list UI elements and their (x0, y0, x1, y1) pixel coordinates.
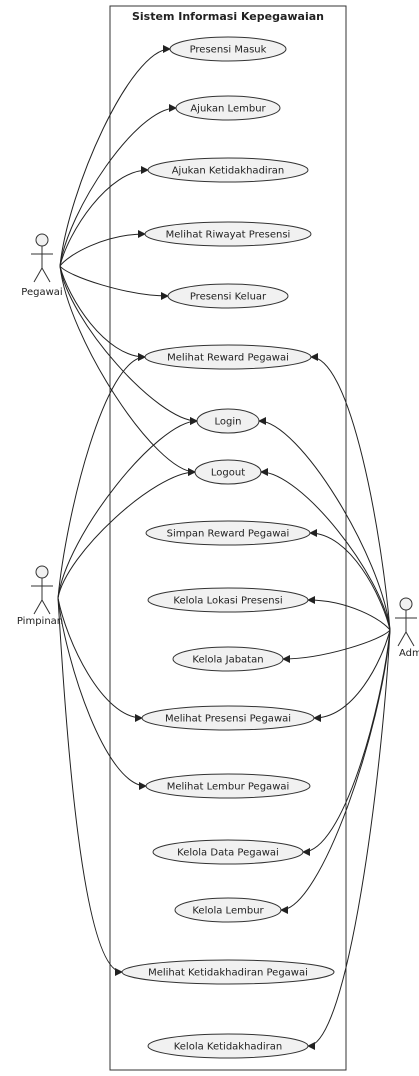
association-admin-kelola-data-pegawai (302, 629, 391, 856)
association-pimpinan-login (57, 417, 198, 599)
association-admin-kelola-ketidakhadiran (307, 629, 391, 1050)
use-case-ellipse (174, 897, 282, 923)
use-case-kelola-jabatan: Kelola Jabatan (172, 646, 284, 672)
use-case-logout: Logout (194, 459, 262, 485)
use-case-melihat-reward-pegawai: Melihat Reward Pegawai (144, 344, 312, 370)
association-pimpinan-melihat-reward-pegawai (57, 353, 146, 599)
use-case-ellipse (144, 344, 312, 370)
association-admin-simpan-reward-pegawai (309, 529, 391, 631)
association-admin-melihat-reward-pegawai (310, 353, 391, 631)
use-case-label: Melihat Presensi Pegawai (165, 714, 291, 725)
actor-right-leg (405, 631, 415, 647)
use-case-kelola-lokasi-presensi: Kelola Lokasi Presensi (147, 587, 309, 613)
use-case-ellipse (141, 705, 315, 731)
association-pimpinan-melihat-presensi-pegawai (57, 597, 143, 722)
actor-label: Admin (399, 648, 419, 659)
actor-admin: Admin (395, 597, 419, 659)
association-admin-kelola-jabatan (282, 629, 391, 663)
association-admin-kelola-lokasi-presensi (307, 596, 391, 631)
actor-label: Pegawai (21, 287, 62, 298)
association-pegawai-melihat-reward-pegawai (59, 265, 146, 361)
use-case-label: Ajukan Lembur (190, 104, 266, 115)
use-case-ellipse (172, 646, 284, 672)
association-pimpinan-logout (57, 468, 196, 599)
use-case-label: Kelola Data Pegawai (177, 848, 279, 859)
association-admin-kelola-lembur (280, 629, 391, 914)
actor-pegawai: Pegawai (21, 233, 63, 298)
use-case-ellipse (145, 520, 311, 546)
use-case-label: Kelola Lokasi Presensi (173, 596, 282, 607)
association-pegawai-ajukan-lembur (59, 104, 177, 267)
actor-pimpinan: Pimpinan (17, 565, 63, 627)
use-case-kelola-ketidakhadiran: Kelola Ketidakhadiran (147, 1033, 309, 1059)
use-case-melihat-lembur-pegawai: Melihat Lembur Pegawai (145, 773, 311, 799)
association-pegawai-logout (59, 265, 196, 476)
use-case-label: Melihat Lembur Pegawai (167, 782, 290, 793)
association-pegawai-presensi-masuk (59, 45, 171, 267)
use-case-ellipse (175, 95, 281, 121)
association-pegawai-presensi-keluar (59, 265, 169, 300)
use-case-ellipse (145, 773, 311, 799)
use-case-simpan-reward-pegawai: Simpan Reward Pegawai (145, 520, 311, 546)
actor-left-leg (33, 599, 43, 615)
actor-label: Pimpinan (17, 616, 63, 627)
use-case-melihat-riwayat-presensi: Melihat Riwayat Presensi (144, 221, 312, 247)
use-case-ellipse (196, 408, 260, 434)
use-case-kelola-lembur: Kelola Lembur (174, 897, 282, 923)
use-case-ellipse (167, 283, 289, 309)
use-case-ellipse (144, 221, 312, 247)
use-case-label: Presensi Masuk (190, 45, 267, 56)
actor-left-leg (33, 267, 43, 283)
use-case-label: Presensi Keluar (190, 292, 267, 303)
use-case-melihat-presensi-pegawai: Melihat Presensi Pegawai (141, 705, 315, 731)
use-case-login: Login (196, 408, 260, 434)
actor-head (35, 565, 49, 579)
actor-head (35, 233, 49, 247)
actor-right-leg (41, 267, 51, 283)
use-case-ellipse (152, 839, 304, 865)
association-pegawai-melihat-riwayat-presensi (59, 230, 146, 267)
association-admin-login (258, 417, 391, 631)
use-case-melihat-ketidakhadiran-pegawai: Melihat Ketidakhadiran Pegawai (121, 959, 335, 985)
association-pegawai-login (59, 265, 198, 425)
use-case-ellipse (121, 959, 335, 985)
association-pimpinan-melihat-lembur-pegawai (57, 597, 147, 790)
use-case-label: Melihat Reward Pegawai (167, 353, 289, 364)
use-case-kelola-data-pegawai: Kelola Data Pegawai (152, 839, 304, 865)
actor-left-leg (397, 631, 407, 647)
use-case-ellipse (147, 1033, 309, 1059)
actor-right-leg (41, 599, 51, 615)
use-case-label: Kelola Ketidakhadiran (174, 1042, 283, 1053)
association-pimpinan-melihat-ketidakhadiran-pegawai (57, 597, 123, 976)
use-case-ellipse (194, 459, 262, 485)
use-case-label: Login (215, 417, 242, 428)
use-case-ajukan-lembur: Ajukan Lembur (175, 95, 281, 121)
association-admin-logout (260, 468, 391, 631)
use-case-ellipse (147, 587, 309, 613)
use-case-label: Melihat Ketidakhadiran Pegawai (148, 968, 308, 979)
use-case-label: Kelola Jabatan (192, 655, 263, 666)
system-title: Sistem Informasi Kepegawaian (132, 10, 324, 23)
use-case-ajukan-ketidakhadiran: Ajukan Ketidakhadiran (147, 157, 309, 183)
use-case-label: Ajukan Ketidakhadiran (172, 166, 285, 177)
use-case-label: Melihat Riwayat Presensi (166, 230, 291, 241)
use-case-presensi-masuk: Presensi Masuk (169, 36, 287, 62)
association-lines (57, 45, 391, 1050)
use-case-label: Kelola Lembur (192, 906, 264, 917)
use-case-ellipse (169, 36, 287, 62)
actor-group: PegawaiPimpinanAdmin (17, 233, 419, 659)
actor-head (399, 597, 413, 611)
use-case-ellipse (147, 157, 309, 183)
use-case-presensi-keluar: Presensi Keluar (167, 283, 289, 309)
association-pegawai-ajukan-ketidakhadiran (59, 166, 149, 267)
use-case-label: Logout (211, 468, 245, 479)
association-admin-melihat-presensi-pegawai (313, 629, 391, 722)
use-case-label: Simpan Reward Pegawai (167, 529, 290, 540)
